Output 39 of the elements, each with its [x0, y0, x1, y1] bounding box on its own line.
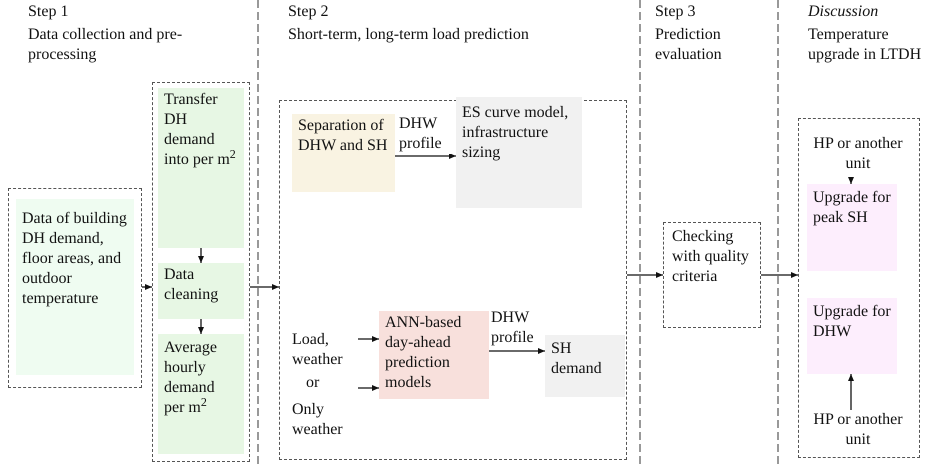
step-heading: Step 1	[28, 2, 70, 22]
step-subtitle: Prediction evaluation	[655, 25, 723, 65]
arrow	[198, 319, 204, 334]
process-box: Data of building DH demand, floor areas, and outdoor temperature	[16, 199, 134, 375]
arrow	[489, 348, 545, 354]
step-subtitle: Short-term, long-term load prediction	[288, 25, 530, 45]
input-text: HP or another unit	[812, 134, 904, 178]
dashed-group-box	[152, 82, 250, 462]
process-box: ES curve model, infrastructure sizing	[456, 97, 582, 208]
arrow	[848, 177, 854, 184]
step-subtitle: Data collection and pre-processing	[28, 25, 184, 65]
process-box: Upgrade for DHW	[807, 298, 897, 374]
step-heading: Step 3	[655, 2, 696, 22]
arrow	[395, 153, 456, 159]
dashed-group-box	[798, 118, 920, 458]
process-box: Average hourly demand per m$^{2}$	[158, 334, 244, 454]
arrow	[761, 272, 798, 278]
arrow	[142, 284, 152, 290]
process-box: Data cleaning	[158, 263, 244, 319]
dashed-group-box	[279, 100, 627, 460]
process-box: SH demand	[545, 335, 625, 397]
connector-text: or	[306, 373, 320, 393]
process-box: Separation of DHW and SH	[292, 114, 395, 192]
arrow	[250, 284, 279, 290]
arrow	[358, 385, 379, 391]
arrow	[198, 248, 204, 263]
arrow	[848, 374, 854, 410]
step-subtitle: Temperature upgrade in LTDH	[808, 25, 922, 65]
step-heading: Discussion	[808, 2, 880, 22]
input-text: Only weather	[292, 400, 358, 444]
process-box: ANN-based day-ahead prediction models	[379, 311, 489, 399]
step-heading: Step 2	[288, 2, 330, 22]
dashed-group-box	[8, 188, 142, 388]
arrow	[627, 272, 663, 278]
process-box: Checking with quality criteria	[663, 222, 761, 328]
process-box: Upgrade for peak SH	[807, 184, 897, 271]
arrow	[358, 336, 379, 342]
process-box: Transfer DH demand into per m$^{2}$	[158, 88, 244, 248]
input-text: HP or another unit	[812, 410, 904, 454]
